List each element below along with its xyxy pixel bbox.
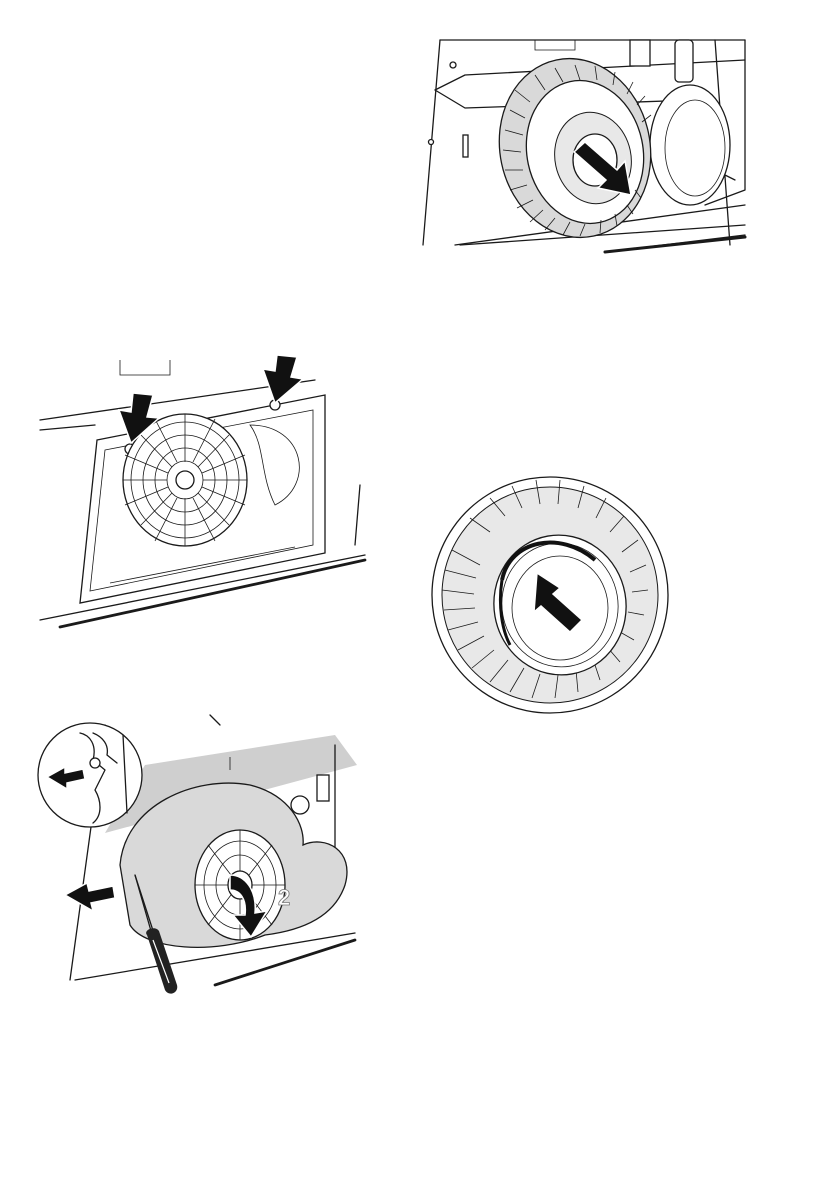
motor-housing-release-figure: 2 — [35, 715, 370, 1000]
fan-wheel-removal-drawing — [405, 30, 825, 265]
press-arrow-right — [263, 355, 303, 403]
fan-wheel-center-press-drawing — [410, 470, 670, 720]
fan-wheel-center-press-figure — [410, 470, 670, 720]
cover-release-tabs-figure — [35, 355, 370, 635]
step-label: 2 — [278, 885, 290, 911]
motor-housing-release-drawing — [35, 715, 370, 1000]
fan-wheel-removal-figure — [405, 30, 825, 265]
cover-release-tabs-drawing — [35, 355, 370, 635]
pull-left-arrow — [65, 883, 115, 911]
